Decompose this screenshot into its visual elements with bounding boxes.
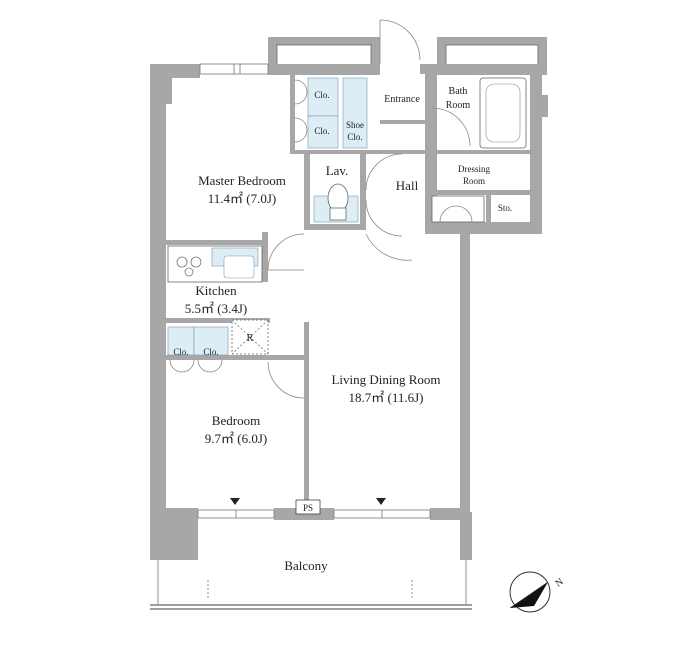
toilet — [313, 183, 359, 223]
closet-master-upper — [307, 77, 339, 117]
balcony-railing — [150, 560, 472, 610]
kitchen-name: Kitchen — [195, 283, 237, 298]
window-bedroom-bottom — [197, 509, 275, 519]
pipe-space-box — [295, 499, 321, 515]
entry-mark-living — [376, 498, 386, 505]
entrance-label: Entrance — [384, 94, 420, 105]
window-living-bottom — [333, 509, 431, 519]
refrigerator-label: R — [247, 333, 254, 344]
living-name: Living Dining Room — [331, 372, 440, 387]
closet-bedroom-left-label: Clo. — [173, 347, 188, 357]
closet-shoe-label-1: Shoe — [346, 120, 364, 130]
dressing-room-label-2: Room — [463, 176, 485, 186]
closet-bedroom-right — [193, 326, 229, 356]
closet-master-lower — [307, 115, 339, 149]
dressing-room-label-1: Dressing — [458, 164, 490, 174]
master-bedroom-name: Master Bedroom — [198, 173, 286, 188]
entrance-door — [379, 19, 421, 64]
compass-icon — [509, 571, 551, 613]
compass-north-label: N — [553, 576, 565, 589]
hall-label: Hall — [396, 178, 419, 193]
closet-master-lower-label: Clo. — [314, 126, 329, 136]
lav-door — [365, 199, 403, 237]
hall-door — [365, 153, 403, 191]
pipe-space-label: PS — [303, 503, 313, 513]
kitchen-area: 5.5㎡ (3.4J) — [185, 301, 247, 316]
bath-door — [431, 107, 471, 147]
window-master-top — [199, 63, 269, 75]
closet-doors-master — [294, 79, 308, 143]
closet-bedroom-right-label: Clo. — [203, 347, 218, 357]
bedroom-door — [267, 361, 305, 399]
balcony-label: Balcony — [284, 558, 328, 573]
refrigerator-space — [231, 319, 269, 355]
lav-label: Lav. — [326, 163, 349, 178]
closet-doors-bedroom — [169, 359, 223, 373]
closet-bedroom-left — [167, 326, 195, 356]
living-door — [365, 233, 413, 261]
bathtub — [479, 77, 527, 149]
stove-burner-icon — [176, 256, 188, 268]
closet-shoe — [342, 77, 368, 149]
bedroom-area: 9.7㎡ (6.0J) — [205, 431, 267, 446]
living-area: 18.7㎡ (11.6J) — [349, 390, 424, 405]
closet-master-upper-label: Clo. — [314, 90, 329, 100]
bath-room-label-1: Bath — [449, 86, 468, 97]
dressing-basin — [431, 195, 485, 223]
entry-mark-bedroom — [230, 498, 240, 505]
master-bedroom-area: 11.4㎡ (7.0J) — [208, 191, 277, 206]
bath-room-label-2: Room — [446, 100, 471, 111]
kitchen-counter — [167, 245, 263, 283]
closet-shoe-label-2: Clo. — [347, 132, 362, 142]
exterior-walls — [150, 64, 548, 560]
storage-label: Sto. — [498, 203, 512, 213]
bedroom-name: Bedroom — [212, 413, 260, 428]
master-bedroom-door — [267, 233, 305, 271]
